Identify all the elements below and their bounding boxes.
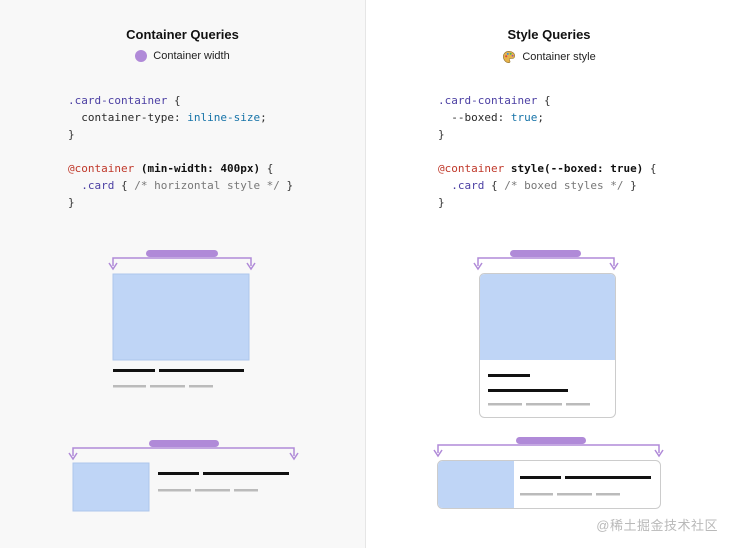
card-meta-bar [488, 403, 522, 406]
legend-label: Container style [522, 51, 596, 63]
card-title-bar [520, 476, 561, 479]
card-meta-bar [158, 489, 191, 492]
card-meta-bar [557, 493, 592, 496]
card-meta-bar [113, 385, 146, 388]
code-block: .card-container { --boxed: true; } @cont… [438, 94, 657, 209]
width-indicator [68, 440, 299, 461]
style-queries-panel: Style Queries Container style .card-cont… [366, 0, 732, 548]
card-meta-bar [189, 385, 213, 388]
card-title-bar [565, 476, 651, 479]
container-queries-panel: Container Queries Container width .card-… [0, 0, 366, 548]
card-meta-bar [596, 493, 620, 496]
card-meta-bar [566, 403, 590, 406]
card-meta-bar [150, 385, 185, 388]
card-title-bar [488, 389, 568, 392]
card-image-placeholder [480, 274, 615, 360]
card-title-bar [488, 374, 530, 377]
card-image-placeholder [438, 461, 514, 508]
code-block: .card-container { container-type: inline… [68, 94, 294, 209]
card-meta-bar [520, 493, 553, 496]
panel-title: Style Queries [507, 27, 591, 42]
watermark: @稀土掘金技术社区 [596, 518, 718, 533]
narrow-card-diagram [108, 250, 256, 388]
card-image-placeholder [72, 462, 150, 512]
card-title-bar [158, 472, 199, 475]
panel-title: Container Queries [126, 27, 239, 42]
card-title-bar [113, 369, 155, 372]
card-meta-bar [234, 489, 258, 492]
legend-dot-icon [135, 50, 148, 62]
width-indicator [433, 437, 664, 458]
boxed-narrow-card-diagram [473, 250, 619, 418]
legend: Container width [0, 50, 365, 62]
legend-label: Container width [153, 50, 230, 62]
card-image-placeholder [112, 273, 250, 361]
palette-icon [503, 51, 516, 63]
boxed-wide-card-diagram [433, 437, 664, 509]
card-meta-bar [526, 403, 562, 406]
width-indicator [473, 250, 619, 271]
width-indicator [108, 250, 256, 271]
card-title-bar [159, 369, 244, 372]
card-meta-bar [195, 489, 230, 492]
card-title-bar [203, 472, 289, 475]
wide-card-diagram [68, 440, 299, 512]
legend: Container style [366, 50, 732, 64]
